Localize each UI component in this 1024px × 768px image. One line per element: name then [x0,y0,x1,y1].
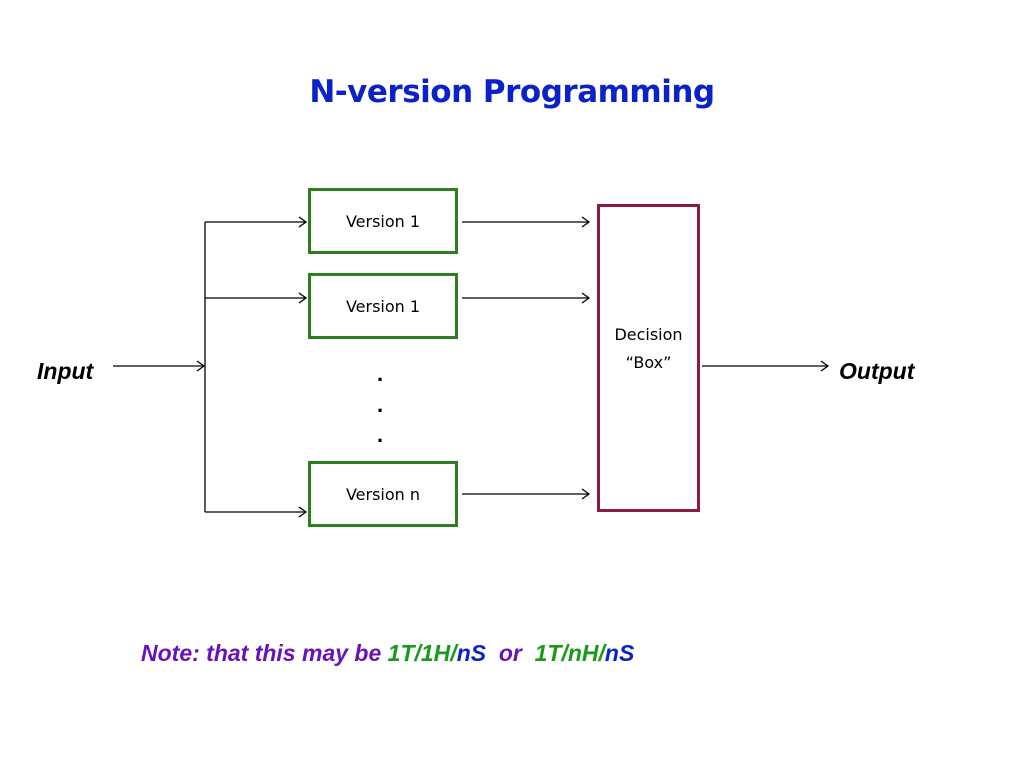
note-text: Note: that this may be 1T/1H/nS or 1T/nH… [141,640,634,667]
version-box-1-label: Version 1 [345,211,421,231]
output-arrowhead [820,360,830,372]
version-box-2: Version 1 [308,273,458,339]
branch-n-arrowhead [298,506,308,518]
input-arrowhead [196,360,206,372]
decision-box: Decision “Box” [597,204,700,512]
version-box-2-label: Version 1 [345,296,421,316]
input-label: Input [37,358,94,384]
note-prefix: Note: that this may be [141,640,388,666]
ellipsis-dot-3: . [377,422,384,447]
branch-1-arrowhead [298,216,308,228]
note-config-2-part-1: 1T/nH/ [534,640,605,666]
version-n-out-arrowhead [581,488,591,500]
ellipsis-dot-2: . [377,392,384,417]
branch-2-arrowhead [298,292,308,304]
ellipsis-dot-1: . [377,361,384,386]
decision-box-line-1: Decision [614,325,683,344]
version-box-1: Version 1 [308,188,458,254]
decision-box-line-2: “Box” [625,353,672,372]
page-title: N-version Programming [309,74,715,110]
note-config-1-part-2: nS [456,640,487,666]
decision-box-label: Decision “Box” [600,321,697,377]
note-connector: or [486,640,535,666]
note-config-2-part-2: nS [604,640,635,666]
version-box-n: Version n [308,461,458,527]
version-1-out-arrowhead [581,216,591,228]
version-2-out-arrowhead [581,292,591,304]
output-label: Output [839,358,915,384]
version-box-n-label: Version n [345,484,421,504]
note-config-1-part-1: 1T/1H/ [387,640,457,666]
